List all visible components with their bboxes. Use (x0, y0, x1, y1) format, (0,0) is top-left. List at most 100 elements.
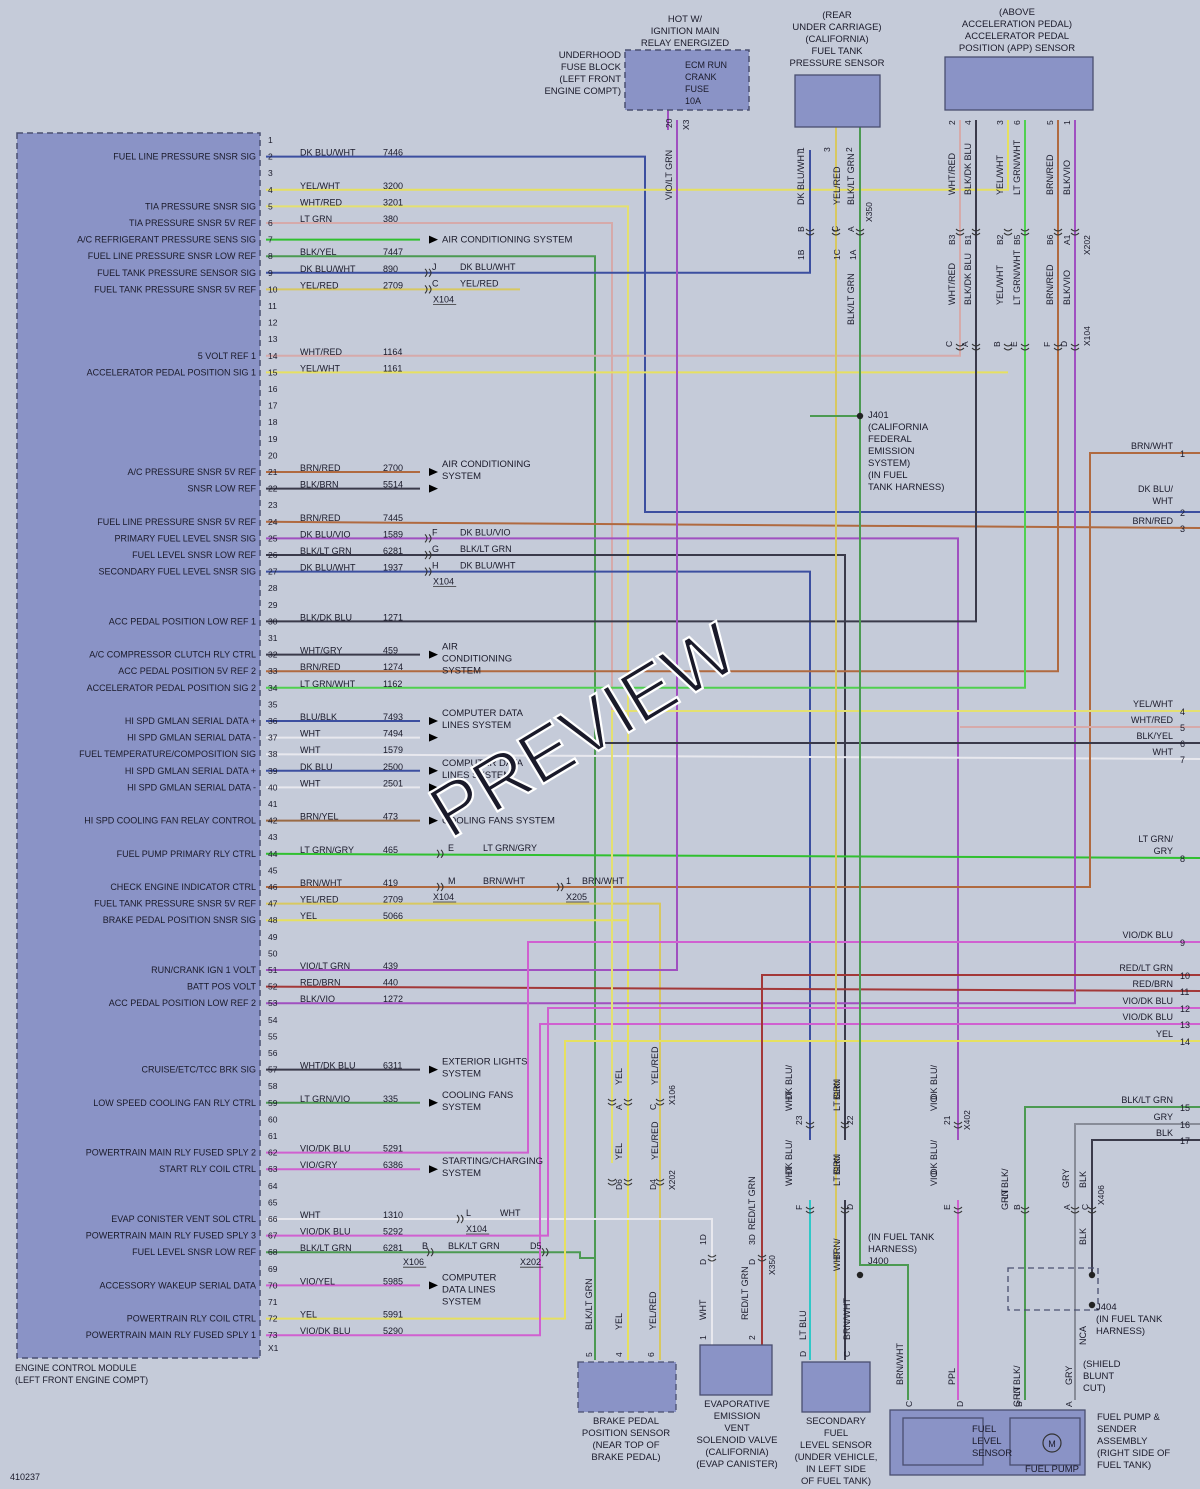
wire-color: VIO/DK BLU (300, 1144, 351, 1154)
ecm-pin-label: ACCELERATOR PEDAL POSITION SIG 2 (87, 683, 256, 693)
wire-color: BRN/ (832, 1238, 842, 1260)
connector-name: X402 (962, 1110, 972, 1130)
ecm-pin-number: 19 (268, 434, 278, 444)
secondary-sensor-label: OF FUEL TANK) (801, 1476, 871, 1487)
connector-pin: 1B (796, 249, 806, 260)
circuit-number: 440 (383, 978, 398, 988)
splice-dot (1088, 1301, 1096, 1309)
edge-number: 10 (1180, 971, 1190, 981)
connector-pin: 21 (942, 1115, 952, 1125)
system-target-label: AIR CONDITIONING SYSTEM (442, 235, 572, 246)
ecm-pin-label: BRAKE PEDAL POSITION SNSR SIG (103, 915, 256, 925)
ecm-pin-number: 7 (268, 235, 273, 245)
system-target-label: LINES SYSTEM (442, 720, 511, 731)
fuse-pin: 20 (664, 118, 674, 128)
inline-connector-symbol (805, 1206, 815, 1214)
wire-pin68 (266, 1251, 595, 1259)
wire-pin34 (266, 120, 1026, 689)
ecm-pin-number: 8 (268, 251, 273, 261)
ecm-pin-label: POWERTRAIN MAIN RLY FUSED SPLY 1 (86, 1330, 256, 1340)
connector-pin: 1 (566, 876, 571, 886)
circuit-number: 7445 (383, 513, 403, 523)
ecm-pin-label: CHECK ENGINE INDICATOR CTRL (110, 882, 256, 892)
ecm-pin-label: TIA PRESSURE SNSR SIG (145, 201, 256, 211)
wire-color: DK BLU (300, 762, 333, 772)
connector-pin: D (747, 1259, 757, 1265)
edge-wire-color: BRN/RED (1132, 516, 1173, 526)
wire-color: LT GRN/GRY (483, 843, 537, 853)
arrow-head (429, 468, 438, 476)
j401-label: FEDERAL (868, 434, 912, 445)
inline-connector-symbol (607, 1098, 617, 1106)
wire-color: VIO/DK BLU (300, 1227, 351, 1237)
j404-label: J404 (1096, 1302, 1117, 1313)
inline-connector-symbol (1070, 1206, 1080, 1214)
ecm-pin-label: POWERTRAIN MAIN RLY FUSED SPLY 3 (86, 1231, 256, 1241)
system-target-label: COOLING FANS SYSTEM (442, 816, 555, 827)
sensor-pin: 1 (796, 147, 806, 152)
ecm-pin-number: 32 (268, 650, 278, 660)
ecm-pin-number: 5 (268, 201, 273, 211)
ecm-pin-number: 11 (268, 301, 277, 311)
circuit-number: 473 (383, 812, 398, 822)
arrow-head (429, 816, 438, 825)
inline-connector-symbol (436, 882, 444, 892)
wire-color: BLK/ (1012, 1365, 1022, 1385)
fuel-pump-label: FUEL PUMP & (1097, 1412, 1160, 1423)
connector-pin: 1C (832, 249, 842, 260)
circuit-number: 335 (383, 1094, 398, 1104)
wire-pin66 (266, 1218, 713, 1360)
wire-color: BLK/BRN (300, 480, 339, 490)
edge-wire-color: YEL (1156, 1029, 1173, 1039)
connector-pin: 1D (698, 1234, 708, 1245)
app-sensor-label: ACCELERATOR PEDAL (965, 31, 1069, 42)
edge-number: 8 (1180, 854, 1185, 864)
circuit-number: 3201 (383, 197, 403, 207)
wire-color: WHT (784, 1165, 794, 1186)
edge-number: 5 (1180, 723, 1185, 733)
ecm-pin-number: 70 (268, 1280, 278, 1290)
connector-pin: H (432, 561, 439, 571)
wire-color: GRN (1000, 1190, 1010, 1210)
system-target-label: STARTING/CHARGING (442, 1156, 543, 1167)
edge-number: 15 (1180, 1103, 1190, 1113)
connector-pin: E (448, 843, 454, 853)
wire-color: RED/LT GRN (740, 1266, 750, 1320)
inline-connector-symbol (805, 228, 815, 236)
wire-pin47 (266, 902, 661, 1360)
ecm-pin-label: BATT POS VOLT (187, 982, 257, 992)
fuel-pump-label: ASSEMBLY (1097, 1436, 1148, 1447)
ecm-pin-label: FUEL LINE PRESSURE SNSR 5V REF (97, 517, 256, 527)
circuit-number: 5985 (383, 1276, 403, 1286)
ecm-pin-number: 13 (268, 334, 278, 344)
connector-pin: 3D (747, 1234, 757, 1245)
bpp-sensor-box (577, 1361, 677, 1413)
wire-color: WHT (698, 1299, 708, 1320)
secondary-sensor-label: (UNDER VEHICLE, (795, 1452, 878, 1463)
edge-wire-color: RED/LT GRN (1119, 963, 1173, 973)
edge-number: 17 (1180, 1136, 1190, 1146)
fuse-label: 10A (685, 96, 701, 106)
wire-color: LT GRN/GRY (300, 845, 354, 855)
bpp-sensor-label: (NEAR TOP OF (592, 1440, 659, 1451)
inline-connector-symbol (707, 1254, 717, 1262)
wire-color: VIO/DK BLU (300, 1326, 351, 1336)
secondary-sensor-label: FUEL (824, 1428, 848, 1439)
ecm-pin-label: START RLY COIL CTRL (159, 1164, 256, 1174)
wire-color: BRN/RED (300, 662, 341, 672)
ecm-pin-number: 66 (268, 1214, 278, 1224)
wire-color: DK BLU/WHT (796, 149, 806, 205)
arrow-head (429, 717, 438, 725)
connector-pin: D (698, 1259, 708, 1265)
circuit-number: 2501 (383, 778, 403, 788)
wire-color: BLK/LT GRN (584, 1278, 594, 1330)
circuit-number: 1589 (383, 529, 403, 539)
ecm-pin-number: 36 (268, 716, 278, 726)
ecm-pin-number: 49 (268, 932, 278, 942)
bpp-sensor-label: POSITION SENSOR (582, 1428, 670, 1439)
motor-text: M (1048, 1439, 1056, 1449)
edge-wire-color: BLK/LT GRN (1121, 1095, 1173, 1105)
sensor-pin: 1 (1062, 120, 1072, 125)
shield-label: (SHIELD (1083, 1359, 1121, 1370)
circuit-number: 1274 (383, 662, 403, 672)
